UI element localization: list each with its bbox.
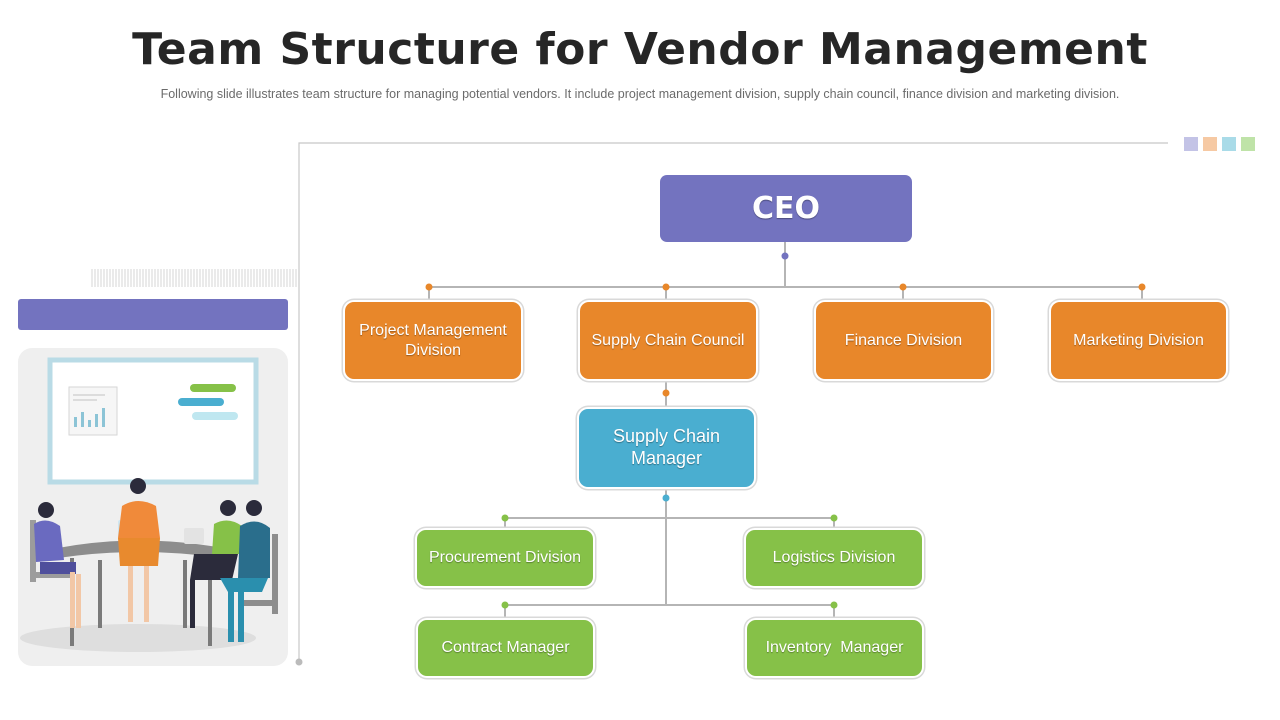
logistics-division-box: Logistics Division — [746, 530, 922, 586]
division-project-management: Project Management Division — [345, 302, 521, 379]
ceo-box: CEO — [660, 175, 912, 242]
team-meeting-illustration — [18, 348, 288, 666]
swatch-purple — [1184, 137, 1198, 151]
procurement-division-box: Procurement Division — [417, 530, 593, 586]
inventory-manager-box: Inventory Manager — [747, 620, 922, 676]
contract-manager-box: Contract Manager — [418, 620, 593, 676]
swatch-orange — [1203, 137, 1217, 151]
division-marketing: Marketing Division — [1051, 302, 1226, 379]
slide-title: Team Structure for Vendor Management — [132, 24, 1148, 75]
division-finance: Finance Division — [816, 302, 991, 379]
division-supply-chain-council: Supply Chain Council — [580, 302, 756, 379]
supply-chain-manager-box: Supply Chain Manager — [579, 409, 754, 487]
accent-bar — [18, 299, 288, 330]
slide-subtitle: Following slide illustrates team structu… — [160, 87, 1120, 101]
swatch-blue — [1222, 137, 1236, 151]
swatch-green — [1241, 137, 1255, 151]
